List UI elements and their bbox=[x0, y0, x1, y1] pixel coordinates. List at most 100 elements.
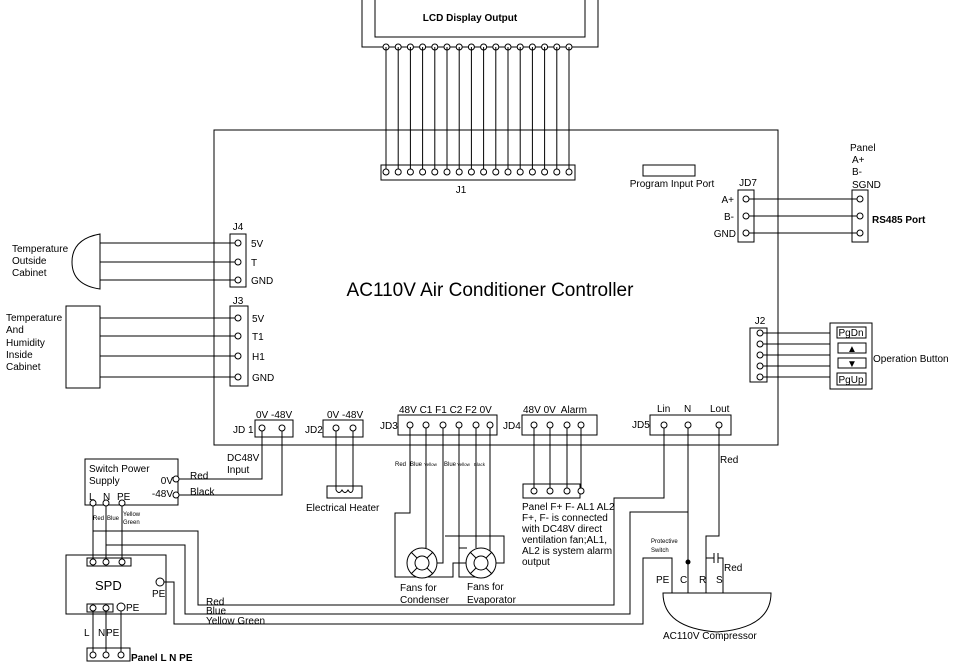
j4-pin-label: 5V bbox=[251, 239, 264, 250]
program-port-label: Program Input Port bbox=[630, 179, 715, 190]
terminal-pin bbox=[394, 168, 402, 176]
jd4-pin-labels: 48V 0V Alarm bbox=[523, 405, 587, 416]
wire-color-label: Yellow bbox=[457, 462, 471, 467]
terminal-pin bbox=[563, 421, 571, 429]
jd3-connector bbox=[397, 414, 498, 436]
terminal-pin bbox=[577, 487, 585, 495]
evaporator-fan-label: Evaporator bbox=[467, 595, 517, 606]
terminal-pin bbox=[443, 168, 451, 176]
terminal-pin bbox=[332, 424, 340, 432]
jd1-connector bbox=[254, 419, 294, 438]
heater-label: Electrical Heater bbox=[306, 503, 380, 514]
wire-color-label: Red bbox=[720, 455, 738, 466]
down-arrow-icon: ▼ bbox=[847, 359, 857, 370]
wire-color-label: Blue bbox=[410, 462, 423, 468]
alarm-note: with DC48V direct bbox=[521, 524, 602, 535]
inside-sensor-text: Inside bbox=[6, 350, 33, 361]
compressor-label: AC110V Compressor bbox=[663, 631, 757, 642]
terminal-pin bbox=[234, 352, 242, 360]
terminal-pin bbox=[530, 487, 538, 495]
terminal-pin bbox=[431, 168, 439, 176]
j4-pin-label: T bbox=[251, 258, 257, 269]
compressor-terminal-label: C bbox=[680, 575, 687, 586]
input-label: N bbox=[103, 492, 110, 503]
terminal-pin bbox=[234, 373, 242, 381]
condenser-fan-label: Condenser bbox=[400, 595, 450, 606]
terminal-pin bbox=[89, 651, 97, 659]
terminal-pin bbox=[541, 168, 549, 176]
up-button[interactable]: ▲ bbox=[837, 342, 867, 355]
terminal-pin bbox=[102, 651, 110, 659]
alarm-note: output bbox=[522, 557, 550, 568]
terminal-pin bbox=[102, 558, 110, 566]
terminal-pin bbox=[715, 421, 723, 429]
terminal-pin bbox=[565, 168, 573, 176]
terminal-pin bbox=[528, 168, 536, 176]
wire-color-label: Yellow bbox=[424, 462, 438, 467]
spd-pe-label: PE bbox=[152, 589, 166, 600]
terminal-pin bbox=[684, 421, 692, 429]
condenser-fan bbox=[406, 547, 438, 579]
lcd-title: LCD Display Output bbox=[423, 13, 518, 24]
outside-sensor-text: Cabinet bbox=[12, 268, 47, 279]
terminal-pin bbox=[117, 651, 125, 659]
jd4-connector bbox=[521, 414, 598, 436]
switch-power-supply bbox=[84, 458, 179, 506]
panel-lnpe-label: Panel L N PE bbox=[131, 653, 193, 664]
outside-sensor-text: Outside bbox=[12, 256, 47, 267]
terminal-pin bbox=[530, 421, 538, 429]
wire-color-label: Yellow Green bbox=[206, 616, 265, 627]
jd3-pin-labels: 48V C1 F1 C2 F2 0V bbox=[399, 405, 492, 416]
compressor-terminal-label: R bbox=[699, 575, 706, 586]
terminal-pin bbox=[422, 421, 430, 429]
pgup-label: PgUp bbox=[838, 375, 863, 386]
jd5-pin-label: Lout bbox=[710, 404, 730, 415]
pgup-button[interactable]: PgUp bbox=[836, 372, 867, 386]
terminal-pin bbox=[234, 239, 242, 247]
down-button[interactable]: ▼ bbox=[837, 357, 867, 370]
wire-color-label: Yellow bbox=[123, 512, 141, 518]
wire-color-label: Red bbox=[395, 462, 406, 468]
terminal-pin bbox=[742, 212, 750, 220]
wire-color-label: Black bbox=[190, 487, 215, 498]
spd-pe-label: PE bbox=[126, 603, 140, 614]
spd-label: SPD bbox=[95, 578, 122, 593]
terminal-pin bbox=[234, 276, 242, 284]
j3-pin-label: 5V bbox=[252, 314, 265, 325]
compressor-terminal-label: PE bbox=[656, 575, 670, 586]
terminal-pin bbox=[258, 424, 266, 432]
dc48v-input-text: DC48V bbox=[227, 453, 260, 464]
terminal-pin bbox=[439, 421, 447, 429]
terminal-pin bbox=[516, 168, 524, 176]
compressor-terminal-label: S bbox=[716, 575, 723, 586]
dc48v-input-text: Input bbox=[227, 465, 249, 476]
terminal-pin bbox=[382, 168, 390, 176]
terminal-pin bbox=[172, 491, 180, 499]
jd2-connector bbox=[322, 419, 364, 438]
jd4-label: JD4 bbox=[503, 421, 521, 432]
terminal-pin bbox=[234, 258, 242, 266]
terminal-pin bbox=[756, 373, 764, 381]
protective-switch-label: Protective bbox=[651, 539, 678, 545]
alarm-note: AL2 is system alarm bbox=[522, 546, 612, 557]
j2-label: J2 bbox=[755, 316, 766, 327]
inside-sensor-text: Temperature bbox=[6, 313, 63, 324]
input-label: L bbox=[89, 492, 95, 503]
spd-pe-terminal bbox=[155, 577, 165, 587]
terminal-pin bbox=[504, 168, 512, 176]
up-arrow-icon: ▲ bbox=[847, 344, 857, 355]
outside-sensor-text: Temperature bbox=[12, 244, 69, 255]
pgdn-button[interactable]: PgDn bbox=[836, 326, 867, 339]
terminal-pin bbox=[553, 168, 561, 176]
terminal-pin bbox=[419, 168, 427, 176]
terminal-pin bbox=[756, 351, 764, 359]
terminal-pin bbox=[742, 229, 750, 237]
terminal-pin bbox=[455, 168, 463, 176]
j3-pin-label: T1 bbox=[252, 332, 264, 343]
terminal-pin bbox=[856, 229, 864, 237]
alarm-note: F+, F- is connected bbox=[522, 513, 608, 524]
terminal-pin bbox=[660, 421, 668, 429]
wire-color-label: Black bbox=[474, 462, 486, 467]
board-title: AC110V Air Conditioner Controller bbox=[347, 280, 635, 301]
